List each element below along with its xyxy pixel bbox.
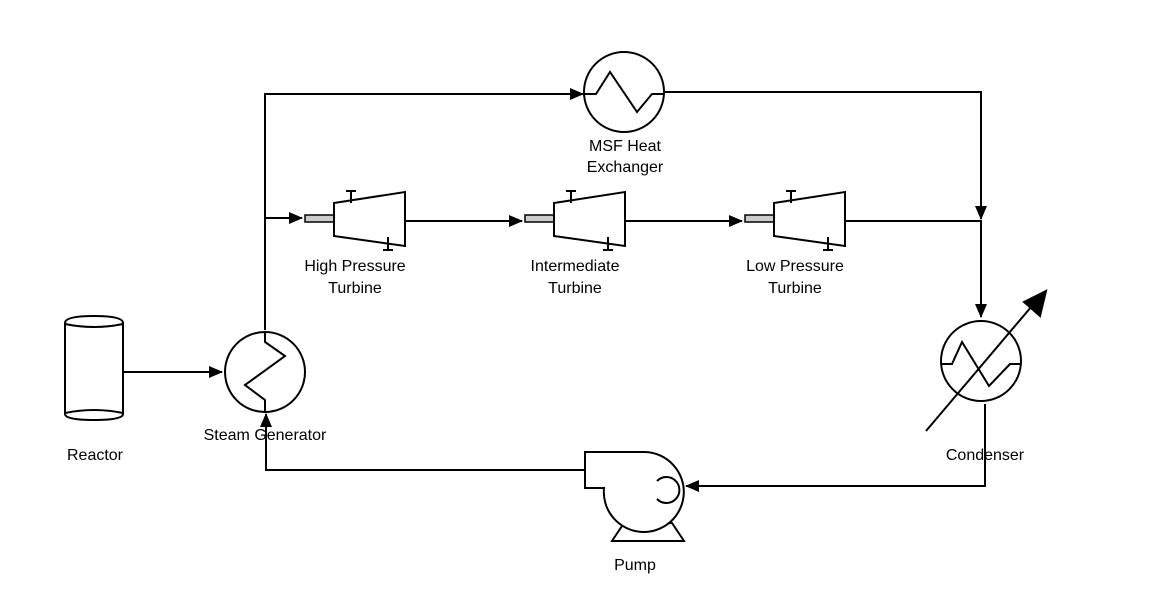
intermediate-turbine-label-line2: Turbine (548, 280, 602, 297)
hp-turbine-label-line2: Turbine (328, 280, 382, 297)
high-pressure-turbine (304, 190, 406, 251)
steam-generator-coil (243, 332, 287, 412)
condenser-label: Condenser (946, 447, 1025, 464)
msf-heat-exchanger-label-line1: MSF Heat (589, 138, 662, 155)
condenser-adjust-arrowhead (1022, 289, 1048, 318)
intermediate-turbine-body (553, 190, 626, 248)
steam-generator (224, 331, 306, 413)
lp-turbine-label-line1: Low Pressure (746, 258, 844, 275)
low-pressure-turbine (744, 190, 846, 251)
flow-msf-to-condenser-line (665, 91, 987, 220)
pump-casing (584, 451, 685, 533)
steam-generator-label: Steam Generator (204, 427, 327, 444)
lp-turbine-body (773, 190, 846, 248)
reactor-bottom-seam (64, 409, 124, 414)
reactor-top-seam (64, 323, 124, 328)
flow-steam-generator-to-msf (264, 88, 584, 330)
pump-impeller (656, 476, 681, 504)
intermediate-turbine-label-line1: Intermediate (531, 258, 620, 275)
intermediate-turbine (524, 190, 626, 251)
flow-lp-to-condenser (846, 220, 987, 318)
hp-turbine-label-line1: High Pressure (304, 258, 405, 275)
reactor-label: Reactor (67, 447, 124, 464)
labels: Reactor Steam Generator MSF Heat Exchang… (67, 138, 1025, 574)
flow-lines (123, 88, 987, 492)
reactor (64, 314, 124, 422)
condenser-adjust-arrow (925, 299, 1038, 432)
hp-turbine-body (333, 190, 406, 248)
msf-heat-exchanger-coil (585, 70, 664, 114)
flow-pump-to-steam-generator (260, 413, 585, 471)
flow-condenser-to-pump (685, 404, 986, 492)
msf-heat-exchanger-label-line2: Exchanger (587, 159, 664, 176)
pump-label: Pump (614, 557, 656, 574)
msf-heat-exchanger (583, 51, 665, 133)
condenser (925, 289, 1048, 432)
intermediate-turbine-shaft (524, 214, 555, 223)
pump (584, 451, 686, 542)
condenser-coil (942, 339, 1021, 388)
lp-turbine-label-line2: Turbine (768, 280, 822, 297)
lp-turbine-shaft (744, 214, 775, 223)
reactor-vessel (64, 314, 124, 422)
hp-turbine-shaft (304, 214, 335, 223)
